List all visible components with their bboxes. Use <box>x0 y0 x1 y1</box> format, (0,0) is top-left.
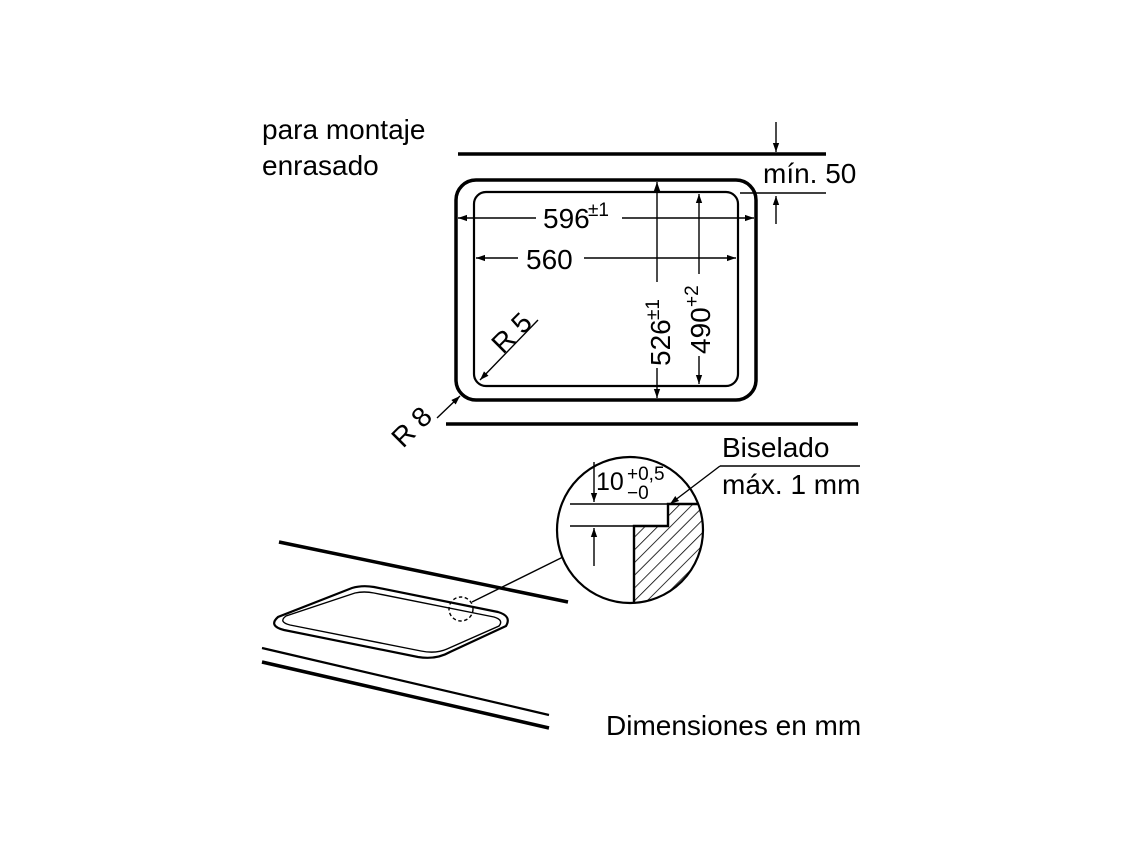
rebate-tolerance-minus: −0 <box>627 483 649 504</box>
chamfer-label-line1: Biselado <box>722 432 829 463</box>
chamfer-callout-leader <box>669 465 721 505</box>
mounting-note-line1: para montaje <box>262 114 425 145</box>
radius-inner-leader <box>479 319 539 381</box>
rebate-tolerance-plus: +0,5 <box>627 464 665 485</box>
cutout-outer-outline <box>454 178 758 402</box>
width-outer-label: 596 <box>543 203 590 234</box>
cutout-inner-outline <box>472 190 740 388</box>
clearance-label: mín. 50 <box>763 158 856 189</box>
units-note: Dimensiones en mm <box>606 710 861 741</box>
depth-outer-label: 526 <box>645 319 676 366</box>
depth-inner-label: 490 <box>685 307 716 354</box>
perspective-cutout-inner <box>282 591 502 653</box>
radius-outer-label: R 8 <box>385 401 438 454</box>
width-inner-label: 560 <box>526 244 573 275</box>
rebate-depth-label: 10 <box>596 468 624 496</box>
radius-inner-label: R 5 <box>485 307 538 360</box>
width-outer-tolerance: ±1 <box>588 200 609 221</box>
depth-outer-tolerance: ±1 <box>643 299 664 320</box>
radius-outer-leader <box>436 395 461 419</box>
detail-marker-circle <box>448 596 474 622</box>
detail-worktop-section <box>632 502 703 603</box>
perspective-worktop-back <box>278 540 569 604</box>
chamfer-label-line2: máx. 1 mm <box>722 469 860 500</box>
perspective-cutout-outer <box>273 585 509 659</box>
detail-connector-line <box>471 556 564 603</box>
perspective-worktop-front-bottom <box>261 660 550 730</box>
mounting-note-line2: enrasado <box>262 150 379 181</box>
depth-inner-tolerance: +2 <box>682 285 703 307</box>
perspective-worktop-front-top <box>261 646 550 717</box>
